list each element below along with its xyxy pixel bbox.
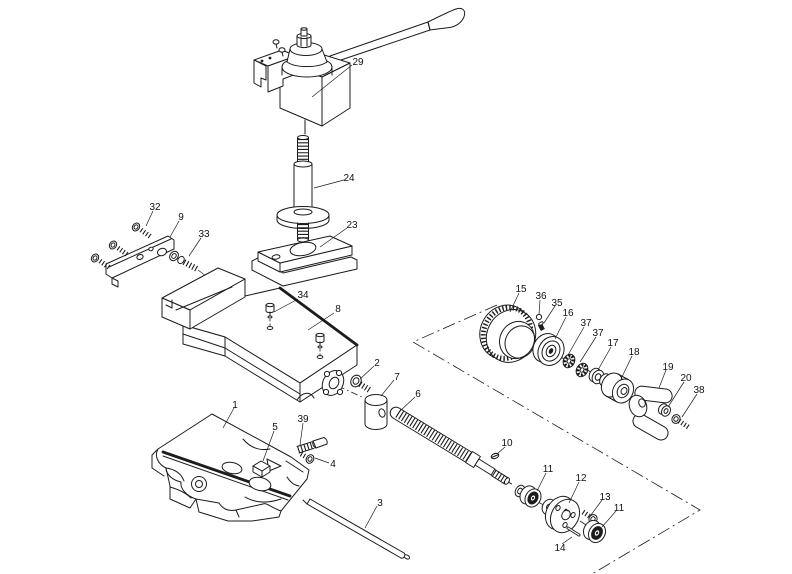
bracket-hole xyxy=(268,56,272,60)
part-36-ball xyxy=(535,313,543,321)
part-29-tool-post xyxy=(253,7,466,127)
label-14: 14 xyxy=(554,543,566,554)
part-34-set-screws xyxy=(265,302,325,359)
label-6: 6 xyxy=(415,389,421,400)
base-hole xyxy=(248,476,272,492)
part-12-flange xyxy=(541,495,581,534)
label-10: 10 xyxy=(501,438,513,449)
part-37-nut-second xyxy=(575,362,589,378)
bracket-screws xyxy=(272,39,286,57)
nut-hole xyxy=(378,408,386,418)
part-4-screw xyxy=(299,451,315,464)
part-38-screw xyxy=(671,414,691,430)
part-15-graduated-dial xyxy=(479,304,537,363)
label-2: 2 xyxy=(374,358,380,369)
label-36: 36 xyxy=(535,291,547,302)
label-37-first: 37 xyxy=(580,318,592,329)
part-23-t-nut-block xyxy=(251,235,358,287)
part-1-base xyxy=(151,413,310,522)
part-37-nut-first xyxy=(562,353,576,369)
label-12: 12 xyxy=(575,473,587,484)
block-hole xyxy=(289,241,317,257)
label-1: 1 xyxy=(232,400,238,411)
label-35: 35 xyxy=(551,298,563,309)
label-3: 3 xyxy=(377,498,383,509)
label-19: 19 xyxy=(662,362,674,373)
part-18-handle-hub xyxy=(599,372,635,404)
part-11-bearing-right xyxy=(582,519,607,544)
label-13: 13 xyxy=(599,492,611,503)
part-35-set-screw xyxy=(537,321,545,332)
part-5-gib-block xyxy=(252,460,271,478)
part-6-lead-screw xyxy=(389,406,512,485)
part-39-stud xyxy=(296,437,328,454)
part-19-handles xyxy=(628,385,673,441)
part-2-screw xyxy=(350,374,373,394)
part-8-top-slide xyxy=(161,267,359,403)
label-17: 17 xyxy=(607,338,619,349)
base-hole xyxy=(221,461,243,475)
label-4: 4 xyxy=(330,459,336,470)
part-14-pin xyxy=(566,526,581,537)
label-7: 7 xyxy=(394,372,400,383)
label-15: 15 xyxy=(515,284,527,295)
label-39: 39 xyxy=(297,414,309,425)
leader-lines xyxy=(145,64,698,545)
label-34: 34 xyxy=(297,290,309,301)
part-7-nut xyxy=(364,394,388,430)
part-32-screws xyxy=(90,222,153,271)
slide-end-boss xyxy=(321,369,345,396)
label-8: 8 xyxy=(335,304,341,315)
part-24-stud xyxy=(276,135,330,243)
label-38: 38 xyxy=(693,385,705,396)
part-10-key xyxy=(490,452,500,460)
part-number-labels: 29 24 23 32 9 33 34 8 2 7 6 1 5 39 4 3 1… xyxy=(149,57,705,554)
part-3-gib-strip xyxy=(302,498,411,560)
label-32: 32 xyxy=(149,202,161,213)
label-16: 16 xyxy=(562,308,574,319)
label-11-right: 11 xyxy=(614,503,625,514)
part-16-bearing-collar xyxy=(532,333,565,366)
label-23: 23 xyxy=(346,220,358,231)
bracket-hole xyxy=(260,59,264,63)
label-11-left: 11 xyxy=(543,464,554,475)
label-5: 5 xyxy=(272,422,278,433)
label-33: 33 xyxy=(198,229,210,240)
label-18: 18 xyxy=(628,347,640,358)
label-37-second: 37 xyxy=(592,328,604,339)
label-20: 20 xyxy=(680,373,692,384)
label-29: 29 xyxy=(352,57,364,68)
label-24: 24 xyxy=(343,173,355,184)
part-9-plate xyxy=(105,235,175,288)
label-9: 9 xyxy=(178,212,184,223)
part-11-bearing-left xyxy=(514,484,542,508)
handle-bracket xyxy=(628,394,648,418)
